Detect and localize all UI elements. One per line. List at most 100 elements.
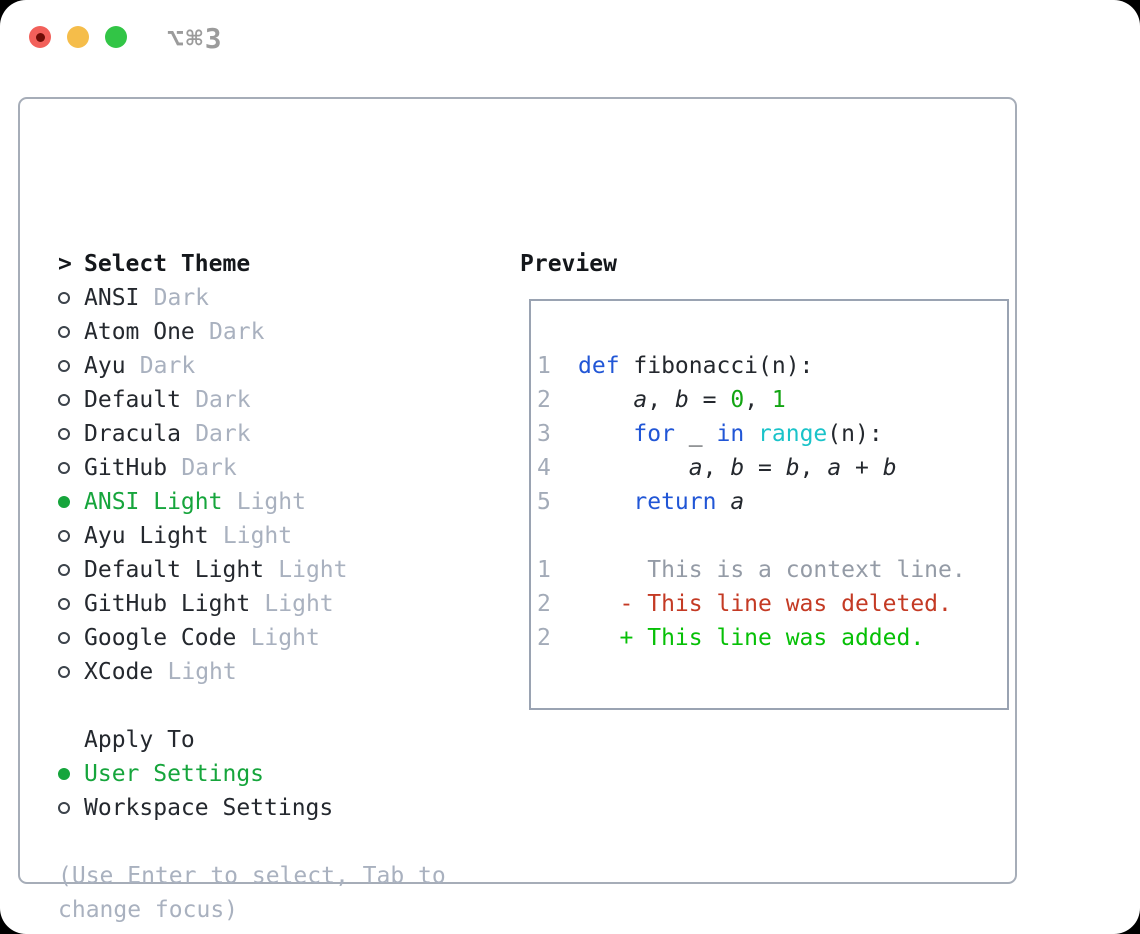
theme-list-header: > Select Theme xyxy=(58,247,348,281)
apply-option-label: Workspace Settings xyxy=(84,795,334,821)
radio-cell xyxy=(58,462,84,474)
theme-option[interactable]: GitHub Light Light xyxy=(58,587,348,621)
theme-list-title: Select Theme xyxy=(84,251,251,277)
line-number: 4 xyxy=(537,455,551,481)
radio-cell xyxy=(58,802,84,814)
theme-name: Dracula xyxy=(84,421,181,447)
radio-icon xyxy=(58,428,70,440)
theme-variant: Dark xyxy=(209,319,265,345)
radio-cell xyxy=(58,394,84,406)
code-text: return a xyxy=(633,489,745,515)
code-line: 2 a, b = 0, 1 xyxy=(537,383,1003,417)
apply-to-option[interactable]: User Settings xyxy=(58,757,333,791)
code-text: a, b = b, a + b xyxy=(688,455,897,481)
radio-cell xyxy=(58,292,84,304)
record-dot-icon xyxy=(35,32,45,42)
theme-variant: Light xyxy=(278,557,348,583)
apply-option-label: User Settings xyxy=(84,761,265,787)
radio-icon xyxy=(58,598,70,610)
theme-option[interactable]: GitHub Dark xyxy=(58,451,348,485)
code-line: 5 return a xyxy=(537,485,1003,519)
code-text: a, b = 0, 1 xyxy=(633,387,786,413)
diff-line-added: 2 + This line was added. xyxy=(537,621,1003,655)
radio-selected-icon xyxy=(58,496,70,508)
preview-title: Preview xyxy=(520,251,617,277)
code-line: 4 a, b = b, a + b xyxy=(537,451,1003,485)
radio-icon xyxy=(58,292,70,304)
code-text: + This line was added. xyxy=(578,625,925,651)
theme-variant: Light xyxy=(167,659,237,685)
radio-selected-icon xyxy=(58,768,70,780)
theme-option[interactable]: Default Light Light xyxy=(58,553,348,587)
code-line: 3 for _ in range(n): xyxy=(537,417,1003,451)
radio-icon xyxy=(58,666,70,678)
apply-to-header-row: Apply To xyxy=(58,723,333,757)
theme-name: GitHub Light xyxy=(84,591,251,617)
line-number: 2 xyxy=(537,625,551,651)
theme-variant: Dark xyxy=(153,285,210,311)
line-number: 1 xyxy=(537,557,551,583)
minimize-button[interactable] xyxy=(67,26,89,48)
window-title: ⌥⌘3 xyxy=(167,22,224,55)
radio-icon xyxy=(58,802,70,814)
radio-cell xyxy=(58,632,84,644)
radio-icon xyxy=(58,564,70,576)
diff-line-deleted: 2 - This line was deleted. xyxy=(537,587,1003,621)
theme-variant: Light xyxy=(222,523,293,549)
radio-cell xyxy=(58,428,84,440)
radio-icon xyxy=(58,462,70,474)
radio-cell xyxy=(58,360,84,372)
radio-icon xyxy=(58,326,70,338)
line-number: 3 xyxy=(537,421,551,447)
line-number: 2 xyxy=(537,387,551,413)
theme-name: ANSI xyxy=(84,285,140,311)
zoom-button[interactable] xyxy=(105,26,127,48)
theme-variant: Dark xyxy=(181,455,237,481)
radio-cell xyxy=(58,564,84,576)
cursor-arrow-icon: > xyxy=(58,251,72,277)
close-button[interactable] xyxy=(29,26,51,48)
theme-option[interactable]: ANSI Dark xyxy=(58,281,348,315)
line-number: 2 xyxy=(537,591,551,617)
spacer-row xyxy=(537,519,1003,553)
apply-to-option[interactable]: Workspace Settings xyxy=(58,791,333,825)
radio-cell xyxy=(58,598,84,610)
radio-icon xyxy=(58,530,70,542)
radio-cell xyxy=(58,768,84,780)
code-text: for _ in range(n): xyxy=(633,421,883,447)
diff-line-context: 1 This is a context line. xyxy=(537,553,1003,587)
theme-option[interactable]: Ayu Light Light xyxy=(58,519,348,553)
radio-cell xyxy=(58,326,84,338)
theme-variant: Light xyxy=(264,591,334,617)
line-number: 1 xyxy=(537,353,551,379)
radio-cell xyxy=(58,496,84,508)
radio-cell xyxy=(58,530,84,542)
keyboard-hint: (Use Enter to select, Tab to change focu… xyxy=(58,863,446,923)
theme-name: Ayu Light xyxy=(84,523,209,549)
line-number: 5 xyxy=(537,489,551,515)
code-text: This is a context line. xyxy=(578,557,966,583)
radio-icon xyxy=(58,632,70,644)
theme-variant: Dark xyxy=(139,353,196,379)
radio-icon xyxy=(58,394,70,406)
theme-name: ANSI Light xyxy=(84,489,223,515)
theme-variant: Light xyxy=(250,625,320,651)
radio-icon xyxy=(58,360,70,372)
theme-variant: Dark xyxy=(195,387,251,413)
preview-header-row: Preview xyxy=(520,247,617,281)
theme-name: GitHub xyxy=(84,455,168,481)
theme-name: Default Light xyxy=(84,557,265,583)
